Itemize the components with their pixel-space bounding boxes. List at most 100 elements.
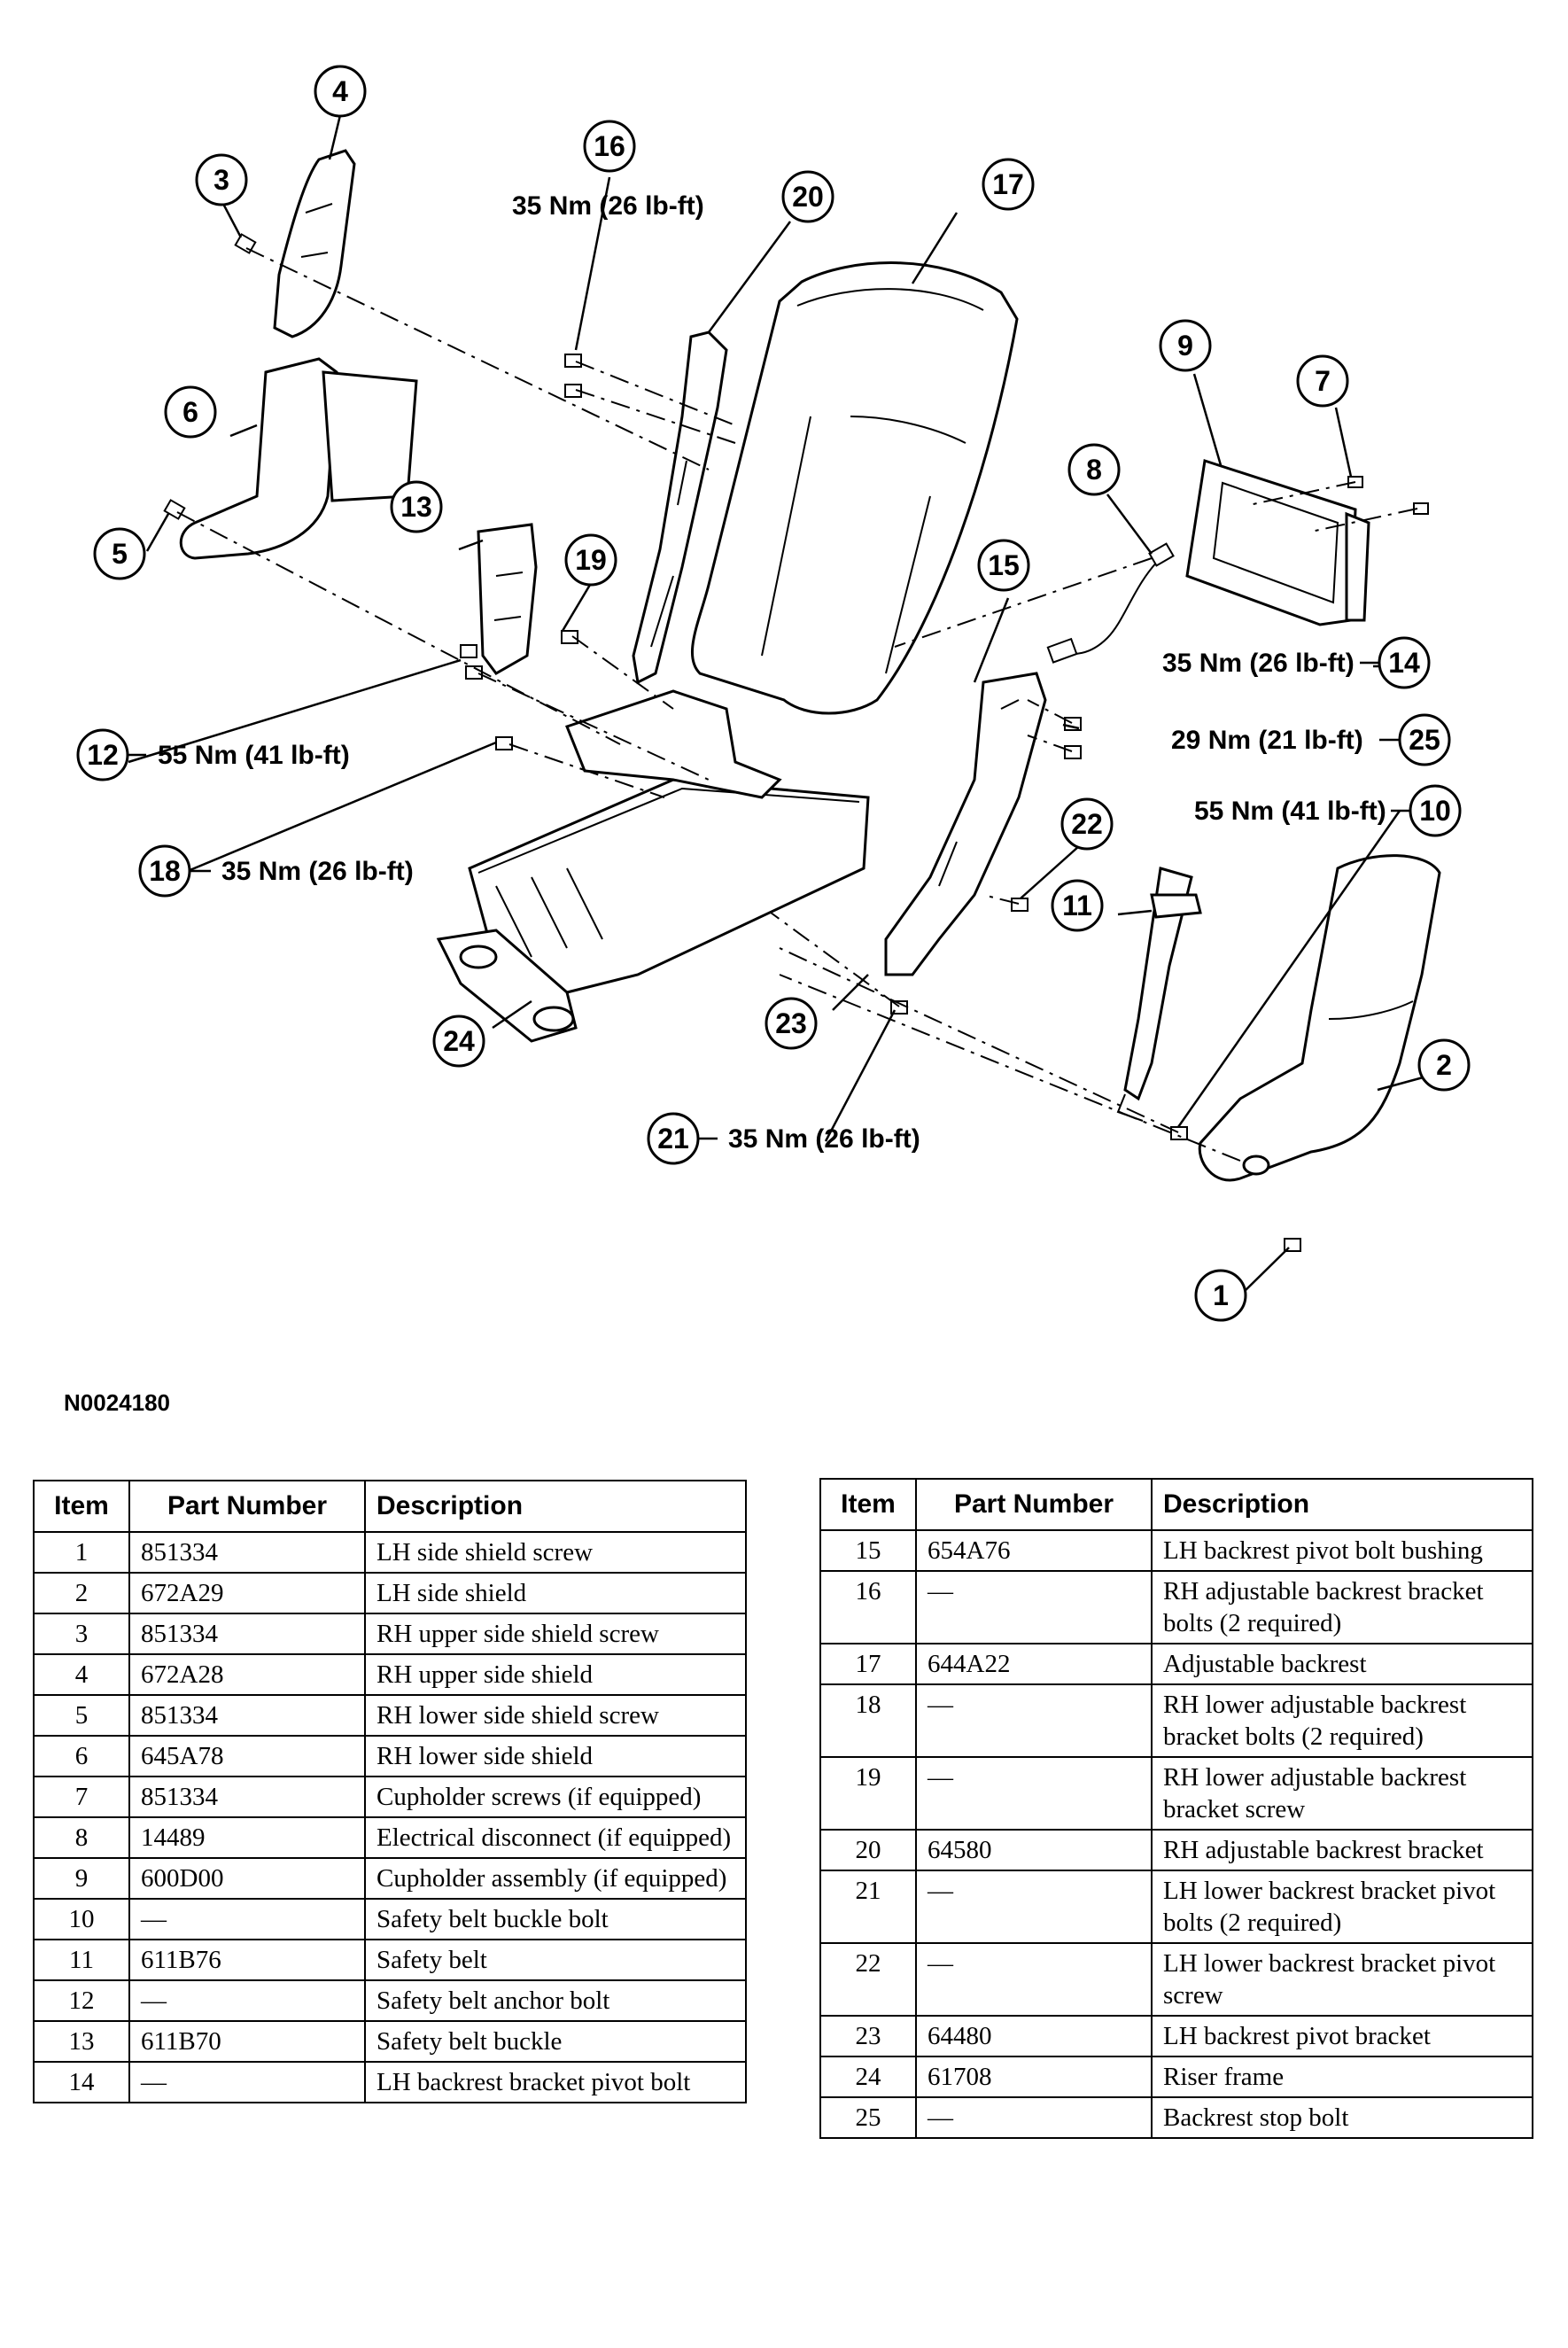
description-cell: LH backrest pivot bolt bushing xyxy=(1151,1529,1533,1572)
item-cell: 15 xyxy=(819,1529,917,1572)
callout-6: 6 xyxy=(164,385,217,439)
callout-11: 11 xyxy=(1051,879,1104,932)
svg-text:4: 4 xyxy=(332,75,348,107)
svg-text:15: 15 xyxy=(988,549,1020,581)
svg-text:9: 9 xyxy=(1177,330,1193,362)
item-cell: 7 xyxy=(33,1776,130,1818)
callout-14: 14 xyxy=(1378,636,1431,689)
part-number-cell: — xyxy=(915,1870,1153,1944)
header-item: Item xyxy=(33,1480,130,1533)
svg-text:6: 6 xyxy=(182,396,198,428)
table-row: 10—Safety belt buckle bolt xyxy=(33,1898,747,1940)
description-cell: Safety belt buckle bolt xyxy=(364,1898,747,1940)
part-number-cell: 645A78 xyxy=(128,1735,366,1777)
callout-23: 23 xyxy=(765,997,818,1050)
torque-label-16: 35 Nm (26 lb-ft) xyxy=(512,191,704,221)
safety-belt xyxy=(1116,867,1202,1122)
svg-text:16: 16 xyxy=(594,130,625,162)
table-row: 16—RH adjustable backrest bracket bolts … xyxy=(819,1570,1533,1644)
callout-15: 15 xyxy=(977,539,1030,592)
svg-text:21: 21 xyxy=(657,1123,689,1155)
torque-label-18: 35 Nm (26 lb-ft) xyxy=(221,857,414,886)
description-cell: LH backrest bracket pivot bolt xyxy=(364,2061,747,2103)
rh-lower-side-shield xyxy=(179,357,418,560)
callout-19: 19 xyxy=(564,533,617,587)
part-number-cell: 672A28 xyxy=(128,1653,366,1696)
item-cell: 1 xyxy=(33,1531,130,1574)
description-cell: LH lower backrest bracket pivot bolts (2… xyxy=(1151,1870,1533,1944)
part-number-cell: 851334 xyxy=(128,1694,366,1737)
description-cell: Safety belt xyxy=(364,1939,747,1981)
description-cell: Riser frame xyxy=(1151,2056,1533,2098)
header-part-number: Part Number xyxy=(128,1480,366,1533)
item-cell: 8 xyxy=(33,1816,130,1859)
description-cell: RH lower adjustable backrest bracket scr… xyxy=(1151,1756,1533,1831)
callout-16: 16 xyxy=(583,120,636,173)
torque-label-21: 35 Nm (26 lb-ft) xyxy=(728,1124,920,1154)
description-cell: RH lower side shield xyxy=(364,1735,747,1777)
torque-label-25: 29 Nm (21 lb-ft) xyxy=(1171,726,1363,755)
description-cell: Safety belt anchor bolt xyxy=(364,1979,747,2022)
part-number-cell: — xyxy=(915,1570,1153,1644)
exploded-seat-diagram: 1 2 3 4 5 6 7 8 9 10 11 12 13 14 15 16 1… xyxy=(76,65,1471,1322)
callout-4: 4 xyxy=(314,65,367,118)
description-cell: Safety belt buckle xyxy=(364,2020,747,2063)
callout-9: 9 xyxy=(1159,319,1212,372)
description-cell: RH adjustable backrest bracket xyxy=(1151,1829,1533,1871)
torque-label-14: 35 Nm (26 lb-ft) xyxy=(1162,649,1355,678)
header-part-number: Part Number xyxy=(915,1478,1153,1531)
part-number-cell: — xyxy=(128,1898,366,1940)
description-cell: RH upper side shield xyxy=(364,1653,747,1696)
description-cell: Adjustable backrest xyxy=(1151,1643,1533,1685)
item-cell: 20 xyxy=(819,1829,917,1871)
table-header-row: Item Part Number Description xyxy=(33,1480,747,1533)
callout-10: 10 xyxy=(1409,784,1462,837)
description-cell: RH adjustable backrest bracket bolts (2 … xyxy=(1151,1570,1533,1644)
description-cell: Cupholder screws (if equipped) xyxy=(364,1776,747,1818)
part-number-cell: 600D00 xyxy=(128,1857,366,1900)
adjustable-backrest xyxy=(691,261,1019,715)
part-number-cell: 14489 xyxy=(128,1816,366,1859)
svg-text:20: 20 xyxy=(792,181,824,213)
part-number-cell: — xyxy=(915,1756,1153,1831)
description-cell: Backrest stop bolt xyxy=(1151,2096,1533,2139)
header-description: Description xyxy=(1151,1478,1533,1531)
description-cell: RH upper side shield screw xyxy=(364,1613,747,1655)
svg-text:3: 3 xyxy=(213,164,229,196)
svg-text:17: 17 xyxy=(992,168,1024,200)
leader-lines xyxy=(128,114,1427,1296)
callout-21: 21 xyxy=(647,1112,700,1165)
item-cell: 3 xyxy=(33,1613,130,1655)
torque-label-12: 55 Nm (41 lb-ft) xyxy=(158,741,350,770)
cupholder-assembly xyxy=(1185,459,1370,626)
safety-belt-buckle xyxy=(477,523,538,675)
label-ticks xyxy=(128,661,1410,1140)
lh-side-shield xyxy=(1198,854,1441,1182)
figure-code: N0024180 xyxy=(64,1389,170,1416)
part-number-cell: 644A22 xyxy=(915,1643,1153,1685)
svg-text:2: 2 xyxy=(1436,1049,1452,1081)
item-cell: 17 xyxy=(819,1643,917,1685)
callout-5: 5 xyxy=(93,527,146,580)
item-cell: 23 xyxy=(819,2015,917,2057)
description-cell: LH lower backrest bracket pivot screw xyxy=(1151,1942,1533,2017)
table-row: 25—Backrest stop bolt xyxy=(819,2096,1533,2139)
part-number-cell: 611B76 xyxy=(128,1939,366,1981)
table-row: 18—RH lower adjustable backrest bracket … xyxy=(819,1683,1533,1758)
lh-backrest-pivot-bracket xyxy=(884,672,1047,976)
item-cell: 18 xyxy=(819,1683,917,1758)
item-cell: 16 xyxy=(819,1570,917,1644)
svg-text:25: 25 xyxy=(1409,724,1440,756)
svg-text:10: 10 xyxy=(1419,795,1451,827)
rh-adjustable-backrest-bracket xyxy=(632,330,728,685)
callout-12: 12 xyxy=(76,728,129,781)
